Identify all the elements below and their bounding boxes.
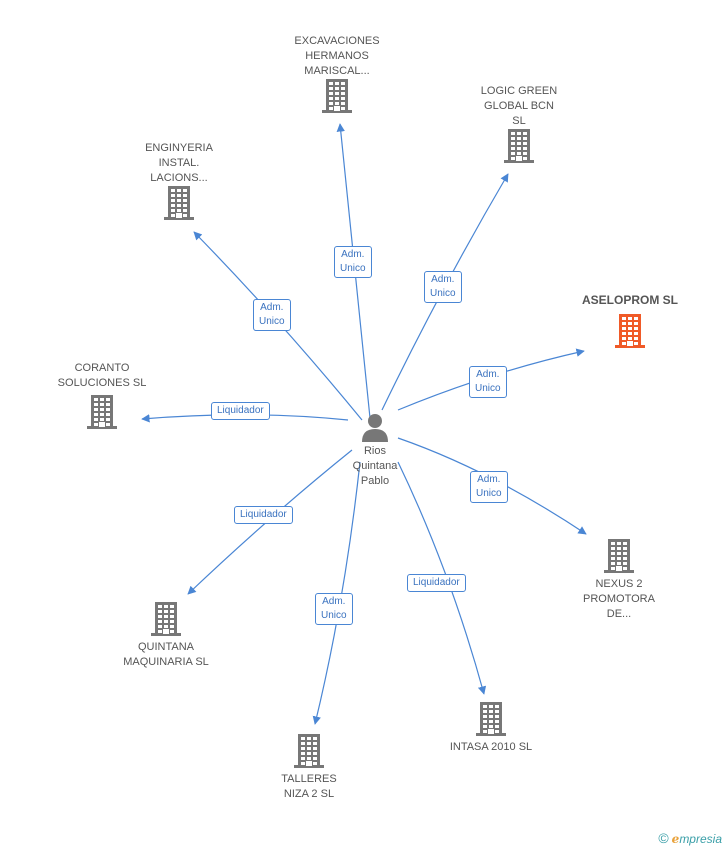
building-icon xyxy=(282,79,392,113)
building-icon xyxy=(46,395,158,429)
building-icon xyxy=(464,129,574,163)
relation-label-nexus[interactable]: Adm. Unico xyxy=(470,471,508,503)
relation-label-talleres[interactable]: Adm. Unico xyxy=(315,593,353,625)
company-node-talleres[interactable]: TALLERES NIZA 2 SL xyxy=(254,734,364,802)
relation-label-quintana[interactable]: Liquidador xyxy=(234,506,293,524)
person-node[interactable]: Rios Quintana Pablo xyxy=(330,412,420,489)
company-label: QUINTANA MAQUINARIA SL xyxy=(123,641,209,668)
building-icon xyxy=(564,539,674,573)
relation-label-excavaciones[interactable]: Adm. Unico xyxy=(334,246,372,278)
relation-label-enginyeria[interactable]: Adm. Unico xyxy=(253,299,291,331)
relation-label-coranto[interactable]: Liquidador xyxy=(211,402,270,420)
company-node-quintana[interactable]: QUINTANA MAQUINARIA SL xyxy=(110,602,222,670)
person-icon xyxy=(362,414,388,442)
company-node-coranto[interactable]: CORANTO SOLUCIONES SL xyxy=(46,361,158,429)
company-node-intasa[interactable]: INTASA 2010 SL xyxy=(436,702,546,755)
company-label: INTASA 2010 SL xyxy=(449,741,533,753)
company-label: LOGIC GREEN GLOBAL BCN SL xyxy=(480,85,558,127)
company-node-enginyeria[interactable]: ENGINYERIA INSTAL. LACIONS... xyxy=(124,141,234,220)
building-icon xyxy=(570,314,690,348)
company-label: ASELOPROM SL xyxy=(581,293,678,307)
company-node-nexus[interactable]: NEXUS 2 PROMOTORA DE... xyxy=(564,539,674,622)
footer-brand: ©empresia xyxy=(658,830,722,846)
company-node-logic-green[interactable]: LOGIC GREEN GLOBAL BCN SL xyxy=(464,84,574,163)
copyright-symbol: © xyxy=(658,830,669,846)
company-label: EXCAVACIONES HERMANOS MARISCAL... xyxy=(294,35,380,77)
relation-label-logic-green[interactable]: Adm. Unico xyxy=(424,271,462,303)
company-node-aseloprom[interactable]: ASELOPROM SL xyxy=(570,293,690,348)
relation-label-intasa[interactable]: Liquidador xyxy=(407,574,466,592)
company-label: CORANTO SOLUCIONES SL xyxy=(57,362,147,389)
building-icon xyxy=(110,602,222,636)
company-label: ENGINYERIA INSTAL. LACIONS... xyxy=(145,142,213,184)
company-label: TALLERES NIZA 2 SL xyxy=(281,773,337,800)
company-node-excavaciones[interactable]: EXCAVACIONES HERMANOS MARISCAL... xyxy=(282,34,392,113)
building-icon xyxy=(254,734,364,768)
building-icon xyxy=(436,702,546,736)
building-icon xyxy=(124,186,234,220)
relation-label-aseloprom[interactable]: Adm. Unico xyxy=(469,366,507,398)
person-name: Rios Quintana Pablo xyxy=(352,445,398,487)
company-label: NEXUS 2 PROMOTORA DE... xyxy=(583,578,655,620)
brand-initial: e xyxy=(671,832,680,846)
brand-name: mpresia xyxy=(679,832,722,846)
